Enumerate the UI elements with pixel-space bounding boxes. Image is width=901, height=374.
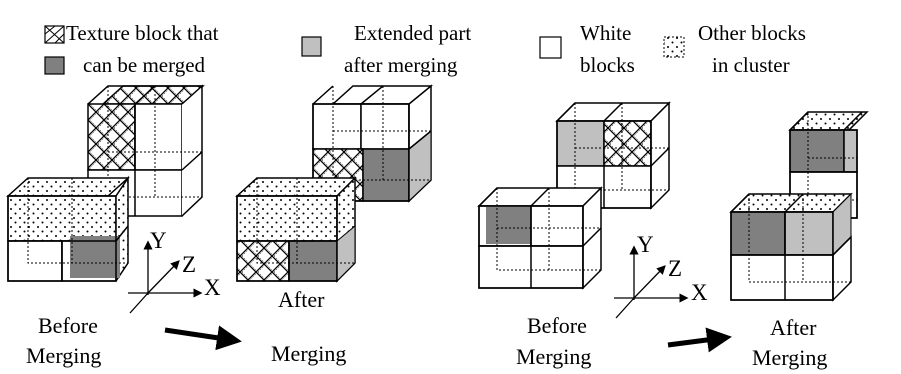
texture-legend-icon	[44, 25, 65, 44]
left-before-caption-line1: Before	[38, 313, 98, 338]
left-before-caption-line2: Merging	[26, 343, 101, 368]
left-z-axis-label: Z	[182, 252, 196, 277]
left-after-caption-line1: After	[278, 287, 325, 312]
white-legend-swatch	[539, 36, 562, 59]
legend-white-line1: White	[580, 21, 631, 45]
left-transition-arrow	[164, 325, 242, 351]
right-z-axis-label: Z	[668, 256, 682, 281]
legend-other-line1: Other blocks	[698, 21, 806, 45]
left-y-axis-label: Y	[150, 228, 167, 253]
light-gray-legend-swatch	[301, 36, 322, 57]
left-before-diagram	[6, 84, 205, 282]
right-transition-arrow	[667, 327, 732, 353]
legend: Texture block that can be merged Extende…	[44, 21, 806, 77]
right-x-axis-label: X	[691, 280, 708, 305]
left-after-diagram	[235, 84, 433, 283]
left-axes	[128, 240, 203, 314]
legend-texture-line2: can be merged	[83, 53, 206, 77]
right-after-caption-line2: Merging	[752, 345, 827, 370]
left-x-axis-label: X	[204, 275, 221, 300]
right-axes	[614, 245, 689, 319]
left-after-caption-line2: Merging	[271, 341, 346, 366]
right-y-axis-label: Y	[637, 232, 654, 257]
legend-extended-line2: after merging	[344, 53, 458, 77]
legend-texture-line1: Texture block that	[66, 21, 219, 45]
right-before-caption-line2: Merging	[516, 344, 591, 369]
legend-white-line2: blocks	[580, 53, 635, 77]
right-after-caption-line1: After	[770, 315, 817, 340]
right-before-diagram	[477, 101, 671, 290]
dotted-legend-swatch	[663, 36, 685, 58]
right-after-diagram	[729, 111, 869, 302]
right-before-caption-line1: Before	[527, 313, 587, 338]
dark-gray-legend-swatch	[44, 56, 65, 75]
legend-other-line2: in cluster	[712, 53, 790, 77]
legend-extended-line1: Extended part	[354, 21, 471, 45]
